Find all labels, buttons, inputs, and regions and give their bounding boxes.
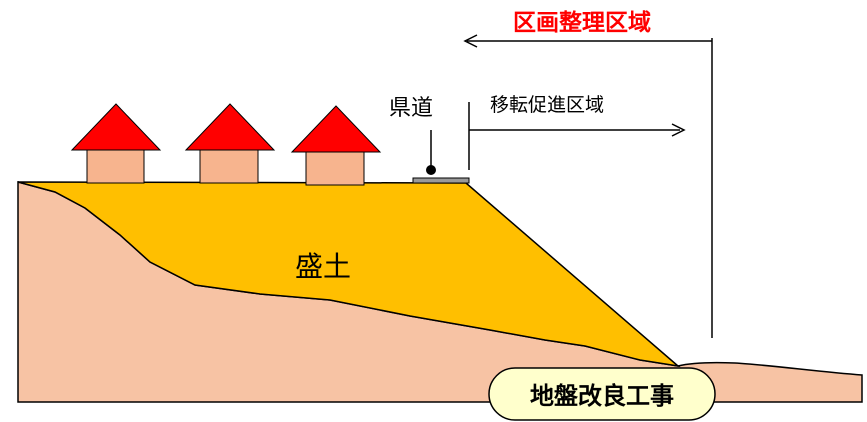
house-wall	[86, 145, 145, 184]
road-surface	[412, 177, 470, 184]
house-2	[184, 103, 276, 184]
arrow-left-icon	[463, 34, 478, 48]
readjustment-area-label: 区画整理区域	[513, 9, 651, 36]
house-roof	[70, 103, 162, 151]
house-1	[70, 103, 162, 184]
ground-improvement-label: 地盤改良工事	[530, 382, 674, 410]
road-marker-dot	[426, 165, 436, 175]
house-roof	[184, 103, 276, 151]
prefectural-road-label: 県道	[389, 96, 433, 121]
house-wall	[305, 147, 365, 186]
arrow-right-icon	[671, 123, 686, 137]
ground-improvement-callout	[488, 367, 716, 421]
embankment-label: 盛土	[295, 250, 351, 283]
house-3	[290, 105, 382, 186]
house-roof	[290, 105, 382, 153]
relocation-area-label: 移転促進区域	[490, 94, 604, 116]
embankment-fill	[17, 181, 681, 368]
house-wall	[199, 145, 259, 184]
